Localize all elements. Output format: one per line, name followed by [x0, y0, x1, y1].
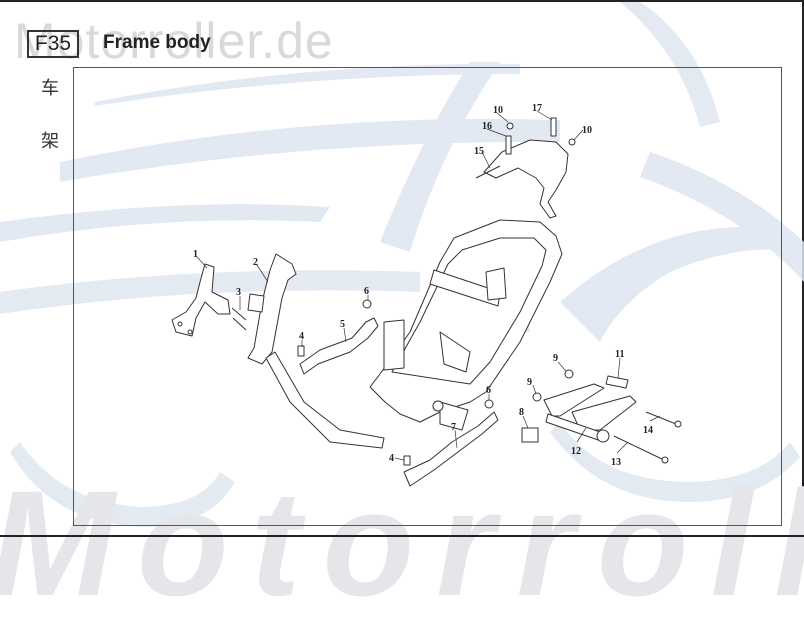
chinese-label-frame: 架 [41, 131, 59, 152]
callout-5: 5 [340, 319, 345, 330]
callout-17: 17 [532, 103, 542, 114]
callout-1: 1 [193, 249, 198, 260]
section-code-badge: F35 [27, 30, 79, 58]
callout-9: 9 [553, 353, 558, 364]
callout-9b: 9 [527, 377, 532, 388]
diagram-border [73, 67, 782, 526]
callout-2: 2 [253, 257, 258, 268]
watermark-top-text: Motorroller.de [14, 13, 334, 69]
callout-15: 15 [474, 146, 484, 157]
frame-body-line-art [171, 110, 682, 487]
callout-7: 7 [451, 422, 456, 433]
callout-11: 11 [615, 349, 625, 360]
callout-6: 6 [364, 286, 369, 297]
callout-8: 8 [519, 407, 524, 418]
callout-4: 4 [299, 331, 304, 342]
part-12-engine-hanger [543, 383, 637, 443]
main-frame [369, 219, 563, 431]
callout-16: 16 [482, 121, 492, 132]
chinese-label-vehicle: 车 [41, 78, 59, 99]
callout-10: 10 [493, 105, 503, 116]
page-bottom-border [0, 535, 804, 537]
callout-4b: 4 [389, 453, 394, 464]
diagram-title: Frame body [103, 32, 211, 53]
callout-12: 12 [571, 446, 581, 457]
rear-rack-bracket [475, 117, 576, 219]
part-1-bracket [171, 263, 231, 337]
callout-13: 13 [611, 457, 621, 468]
part-2-front-tube [247, 253, 385, 449]
watermark-swoosh-graphic [0, 2, 804, 527]
callout-6b: 6 [486, 385, 491, 396]
callout-3: 3 [236, 287, 241, 298]
callout-10b: 10 [582, 125, 592, 136]
callout-14: 14 [643, 425, 653, 436]
